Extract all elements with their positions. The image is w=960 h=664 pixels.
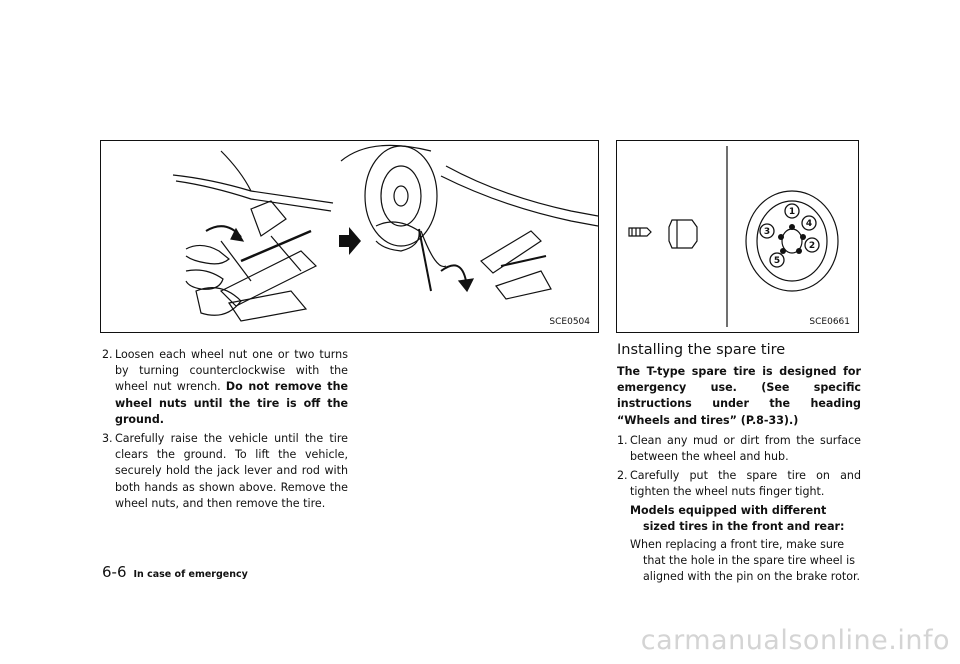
jack-illustration [172,144,598,322]
callout-2: 2 [809,241,815,251]
wheel-figure: 1 2 3 4 5 SCE0661 [616,140,859,333]
wheel-illustration: 1 2 3 4 5 [628,146,839,327]
right-column: Installing the spare tire The T-type spa… [617,340,861,589]
figure-code: SCE0504 [549,317,590,327]
step-warning: Do not remove the wheel nuts until the t… [115,380,348,426]
section-title: Installing the spare tire [617,342,786,358]
callout-1: 1 [789,207,795,217]
figure-code: SCE0661 [809,317,850,327]
sub-text: When replacing a front tire, make sure t… [630,538,861,584]
step-number: 1. [617,433,628,447]
step-text: Clean any mud or dirt from the surface b… [630,433,861,464]
callout-5: 5 [774,256,780,266]
jack-figure: SCE0504 [100,140,599,333]
chapter-title: In case of emergency [133,569,248,580]
step-text: Carefully put the spare tire on and tigh… [630,469,861,499]
step-number: 2. [617,469,628,483]
step-2: 2.Loosen each wheel nut one or two turns… [102,347,348,428]
step-1: 1.Clean any mud or dirt from the surface… [617,433,861,465]
step-number: 3. [102,432,113,446]
left-column: 2.Loosen each wheel nut one or two turns… [102,347,348,515]
step-number: 2. [102,348,113,361]
step-text: Carefully raise the vehicle until the ti… [115,432,348,510]
step-3: 3.Carefully raise the vehicle until the … [102,431,348,512]
callout-3: 3 [764,227,770,237]
step-2: 2.Carefully put the spare tire on and ti… [617,468,861,585]
sub-heading: Models equipped with different sized tir… [630,503,845,533]
intro-paragraph: The T-type spare tire is designed for em… [617,365,861,427]
page-number: 6-6 [102,563,127,581]
callout-4: 4 [806,219,812,229]
watermark: carmanualsonline.info [640,625,950,656]
page-footer: 6-6 In case of emergency [102,562,248,581]
step-text: Loosen each wheel nut one or two turns b… [115,348,348,394]
